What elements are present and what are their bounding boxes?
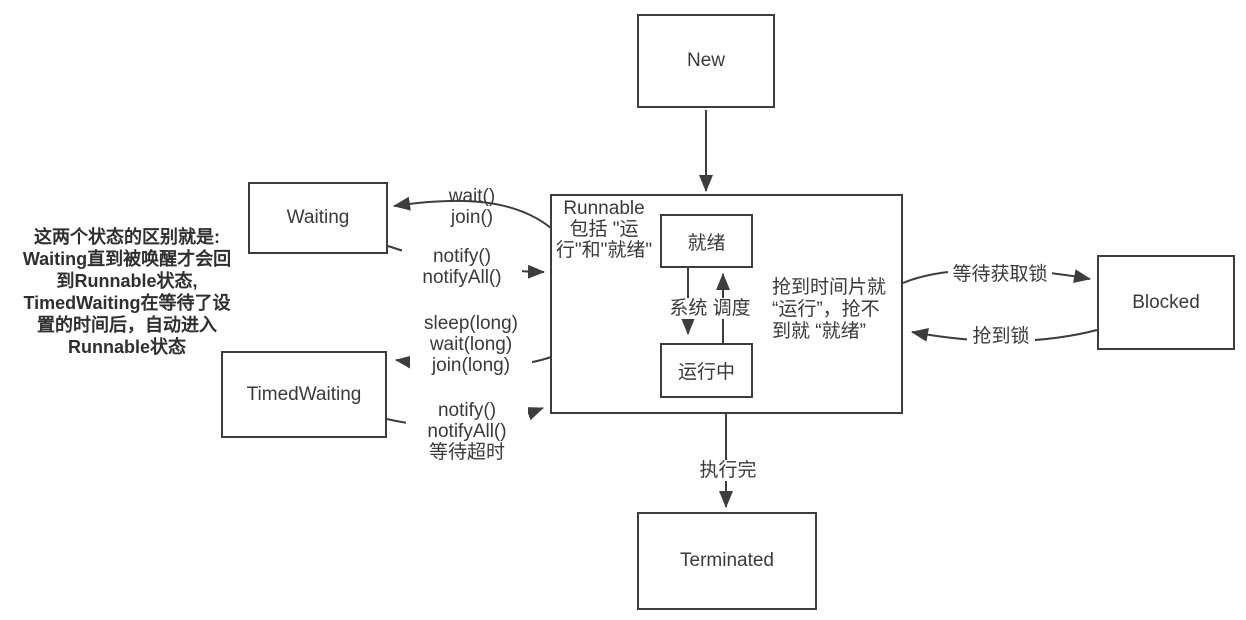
node-terminated: Terminated — [637, 512, 817, 610]
edge-label-wait-join: wait() join() — [448, 186, 496, 228]
node-waiting: Waiting — [248, 182, 388, 254]
edge-label-notify-from-timed: notify() notifyAll() 等待超时 — [406, 400, 528, 463]
node-timed-waiting: TimedWaiting — [221, 351, 387, 438]
node-timed-waiting-label: TimedWaiting — [246, 383, 362, 405]
edge-label-acquire-lock: 抢到锁 — [967, 326, 1035, 347]
waiting-vs-timedwaiting-note: 这两个状态的区别就是: Waiting直到被唤醒才会回 到Runnable状态,… — [22, 227, 232, 357]
edge-label-wait-for-lock: 等待获取锁 — [948, 264, 1052, 285]
edge-label-timed-methods: sleep(long) wait(long) join(long) — [410, 313, 532, 376]
node-new-label: New — [686, 50, 725, 71]
edge-label-finish: 执行完 — [697, 460, 759, 481]
edge-label-system-schedule: 系统 调度 — [664, 298, 756, 319]
runnable-title-note: Runnable 包括 "运 行"和"就绪" — [555, 198, 653, 261]
edge-label-notify-from-waiting: notify() notifyAll() — [402, 246, 522, 288]
node-ready-label: 就绪 — [687, 232, 726, 254]
node-blocked-label: Blocked — [1132, 291, 1200, 313]
node-ready: 就绪 — [660, 214, 753, 268]
node-new: New — [637, 14, 775, 108]
node-running-label: 运行中 — [677, 362, 735, 383]
node-running: 运行中 — [660, 343, 753, 398]
runnable-preempt-note: 抢到时间片就 “运行”，抢不 到就 “就绪” — [772, 277, 887, 342]
node-waiting-label: Waiting — [286, 207, 350, 228]
node-terminated-label: Terminated — [680, 550, 774, 571]
node-blocked: Blocked — [1097, 255, 1235, 350]
